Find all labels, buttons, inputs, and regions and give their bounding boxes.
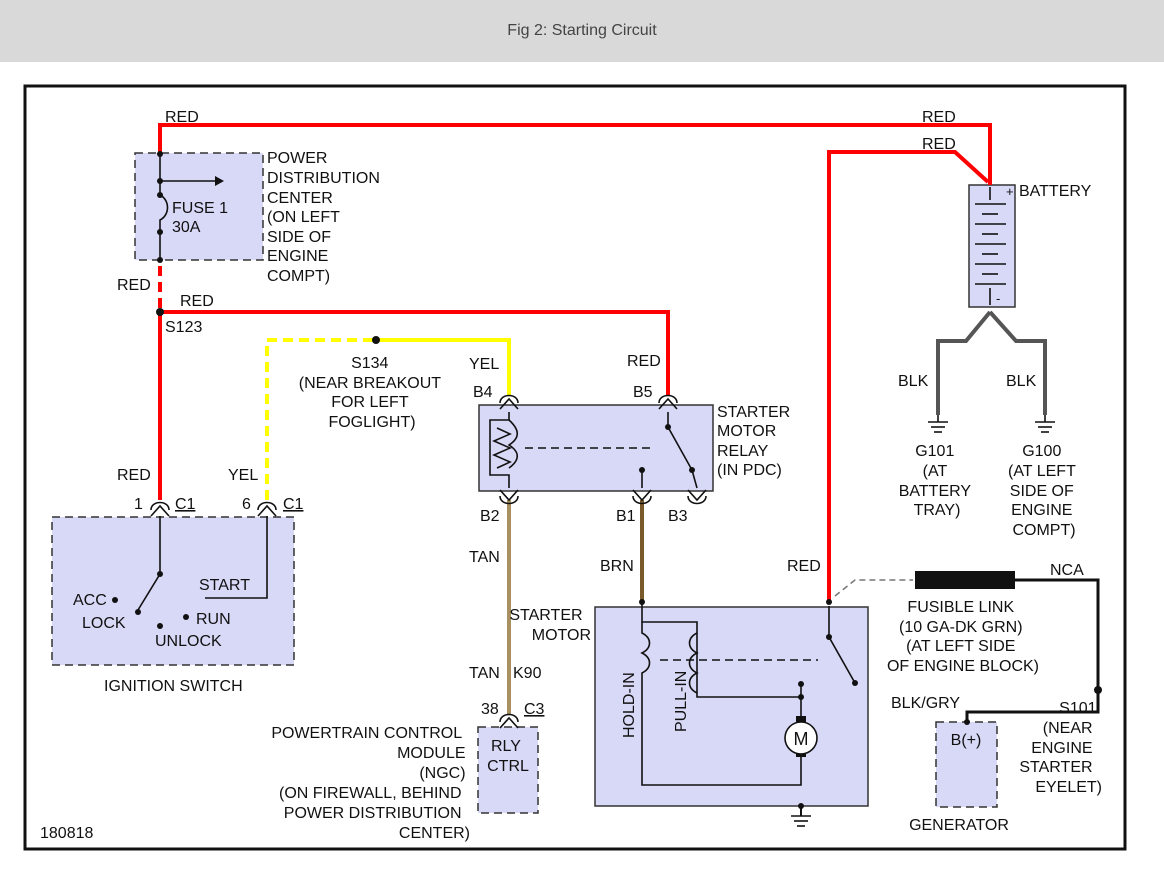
battery-cells <box>975 187 1006 305</box>
splice-s101-dot <box>1094 686 1102 694</box>
ground-g101-label: G101 (AT BATTERY TRAY) <box>899 443 975 519</box>
fusible-link-body <box>915 571 1015 589</box>
wire-label-red-top-right-1: RED <box>922 109 956 126</box>
blk-wire-g101 <box>936 310 992 415</box>
ground-g100-label: G100 (AT LEFT SIDE OF ENGINE COMPT) <box>1008 443 1080 539</box>
relay-pin-b1: B1 <box>616 508 636 525</box>
starter-motor-box <box>594 606 869 807</box>
splice-s123-label: S123 <box>165 319 202 336</box>
splice-s134-dot <box>372 336 380 344</box>
wire-label-yel-b4: YEL <box>469 356 499 373</box>
wire-label-red-motor: RED <box>787 558 821 575</box>
wire-label-red-left: RED <box>117 277 151 294</box>
splice-s134-label: S134 (NEAR BREAKOUT FOR LEFT FOGLIGHT) <box>299 355 445 431</box>
red-wire-starter-to-battery <box>827 150 990 602</box>
wire-label-red-switch: RED <box>117 467 151 484</box>
relay-internals <box>489 412 698 489</box>
wire-label-blk-gry: BLK/GRY <box>891 695 960 712</box>
relay-pin-b2: B2 <box>480 508 500 525</box>
red-wires <box>158 123 992 602</box>
relay-label: STARTER MOTOR RELAY (IN PDC) <box>717 404 795 479</box>
wire-label-nca: NCA <box>1050 562 1084 579</box>
switch-pos-start: START <box>199 577 250 594</box>
figure-title: Fig 2: Starting Circuit <box>507 22 657 39</box>
blk-wire-g100 <box>988 310 1047 415</box>
pcm-label: POWERTRAIN CONTROL MODULE (NGC) (ON FIRE… <box>271 725 470 842</box>
motor-symbol-icon <box>784 721 818 755</box>
pdc-box <box>134 152 264 261</box>
ignition-switch-box <box>51 516 295 666</box>
red-wire-s123-to-relay <box>160 310 670 395</box>
ignition-switch-label: IGNITION SWITCH <box>104 678 243 695</box>
switch-pos-lock: LOCK <box>82 615 126 632</box>
starter-motor-label: STARTER MOTOR <box>509 607 591 644</box>
generator-terminal-label: B(+) <box>951 732 982 749</box>
connector-symbols <box>150 394 707 729</box>
switch-connector-c1-a: C1 <box>175 496 196 513</box>
ground-g100-icon <box>1035 415 1055 433</box>
switch-pos-acc: ACC <box>73 592 107 609</box>
red-wire-pdc-to-battery <box>158 123 992 185</box>
figure-number: 180818 <box>40 825 93 842</box>
pull-in-winding-label: PULL-IN <box>673 671 690 732</box>
pcm-box <box>477 726 539 814</box>
switch-pos-unlock: UNLOCK <box>155 633 222 650</box>
starter-internals <box>639 599 858 809</box>
wire-label-blk-2: BLK <box>1006 373 1037 390</box>
pdc-label: POWER DISTRIBUTION CENTER (ON LEFT SIDE … <box>267 150 384 285</box>
splice-s101-label: S101 (NEAR ENGINE STARTER EYELET) <box>1019 700 1102 796</box>
relay-pin-b4: B4 <box>473 384 493 401</box>
generator-box <box>935 721 998 808</box>
wire-label-brn: BRN <box>600 558 634 575</box>
wire-label-red-top-left: RED <box>165 109 199 126</box>
pcm-connector-c3: C3 <box>524 701 545 718</box>
battery-label: BATTERY <box>1019 183 1092 200</box>
wire-label-red-s123: RED <box>180 293 214 310</box>
black-wire-nca <box>1015 578 1100 690</box>
relay-pin-b5: B5 <box>633 384 653 401</box>
wire-label-red-b5: RED <box>627 353 661 370</box>
pdc-internals <box>157 151 224 263</box>
generator-terminal <box>964 719 970 725</box>
wire-label-tan-upper: TAN <box>469 549 500 566</box>
fuse-label: FUSE 1 30A <box>172 200 232 236</box>
motor-label: M <box>794 729 809 749</box>
battery-plus: + <box>1006 184 1014 199</box>
black-wires <box>800 310 1100 816</box>
ground-g101-icon <box>928 415 948 433</box>
switch-pin-1: 1 <box>134 496 143 513</box>
yellow-wire-s134-to-relay <box>376 338 511 395</box>
black-wire-blk-gry <box>965 690 1100 722</box>
wire-label-yel-switch: YEL <box>228 467 258 484</box>
wire-label-blk-1: BLK <box>898 373 929 390</box>
splice-s123-dot <box>156 308 164 316</box>
wire-label-k90: K90 <box>513 665 542 682</box>
fusible-link-label: FUSIBLE LINK (10 GA-DK GRN) (AT LEFT SID… <box>887 599 1039 675</box>
switch-pin-6: 6 <box>242 496 251 513</box>
yellow-wire-switch-to-relay <box>265 338 376 500</box>
wire-label-red-top-right-2: RED <box>922 136 956 153</box>
switch-pos-run: RUN <box>196 611 231 628</box>
pcm-inner-label: RLY CTRL <box>487 738 529 775</box>
switch-connector-c1-b: C1 <box>283 496 304 513</box>
battery-box <box>968 184 1016 308</box>
battery-minus: - <box>996 291 1000 306</box>
fusible-link-dashed-lead <box>834 579 913 597</box>
ignition-switch-internals <box>112 516 268 629</box>
wire-label-tan-lower: TAN <box>469 665 500 682</box>
ground-starter-icon <box>791 815 811 827</box>
pcm-pin-38: 38 <box>481 701 499 718</box>
figure-header: Fig 2: Starting Circuit <box>0 0 1164 62</box>
hold-in-winding-label: HOLD-IN <box>621 672 638 738</box>
relay-pin-b3: B3 <box>668 508 688 525</box>
generator-label: GENERATOR <box>909 817 1009 834</box>
